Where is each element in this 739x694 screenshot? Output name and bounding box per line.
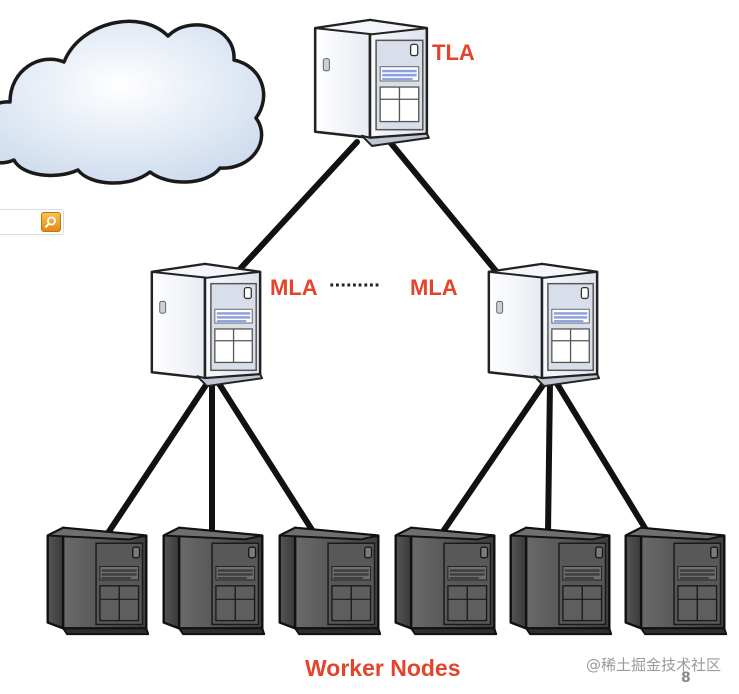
- tree-edges: [105, 139, 651, 536]
- worker-node-4-icon: [394, 526, 498, 636]
- server-mla-left-icon: [150, 262, 264, 388]
- mla-dots-separator: ·········: [329, 275, 381, 297]
- watermark: @稀土掘金技术社区: [585, 656, 721, 674]
- edge-mla-left-worker-1: [105, 379, 211, 536]
- worker-node-5-icon: [509, 526, 613, 636]
- edge-tla-mla-left: [225, 139, 360, 285]
- search-icon: [45, 216, 56, 228]
- edge-tla-mla-right: [387, 139, 508, 285]
- worker-node-1-icon: [46, 526, 150, 636]
- worker-node-2-icon: [162, 526, 266, 636]
- mla-right-label: MLA: [410, 275, 458, 300]
- mla-left-label: MLA: [270, 275, 318, 300]
- edge-mla-right-worker-6: [553, 379, 651, 536]
- cloud-icon: [0, 19, 266, 185]
- search-button[interactable]: [41, 212, 61, 232]
- tla-label: TLA: [432, 40, 475, 65]
- server-mla-right-icon: [487, 262, 601, 388]
- worker-node-3-icon: [278, 526, 382, 636]
- edge-mla-right-worker-4: [439, 379, 548, 536]
- worker-node-6-icon: [624, 526, 728, 636]
- page-number: 8: [681, 670, 691, 686]
- server-tla-icon: [313, 18, 431, 148]
- worker-nodes-label: Worker Nodes: [305, 655, 461, 681]
- search-field[interactable]: [0, 209, 64, 235]
- edge-mla-right-worker-5: [545, 379, 553, 536]
- edge-mla-left-worker-3: [215, 379, 317, 536]
